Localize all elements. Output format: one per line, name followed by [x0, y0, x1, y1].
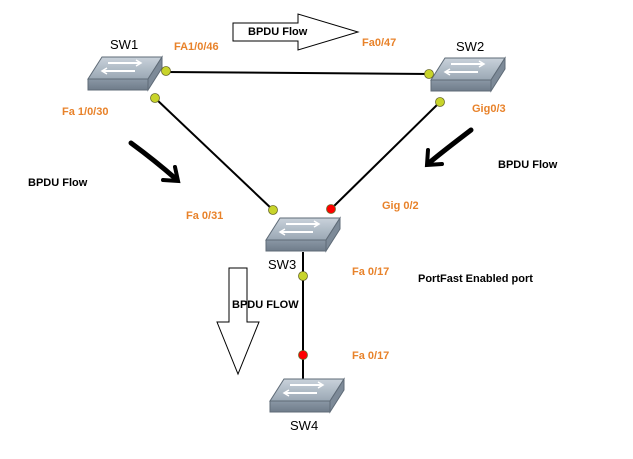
switch-sw1-icon[interactable]	[87, 55, 163, 92]
bpdu-flow-arrow-down	[216, 267, 260, 376]
port-label-sw2-fa0-47: Fa0/47	[362, 37, 397, 49]
port-label-sw1-fa1-0-46: FA1/0/46	[174, 41, 219, 53]
switch-label-sw3: SW3	[268, 257, 297, 272]
portfast-label: PortFast Enabled port	[418, 273, 533, 285]
link-sw1-sw3[interactable]	[154, 97, 274, 211]
port-dot-sw1-fa1-0-30[interactable]	[150, 93, 160, 103]
switch-label-sw4: SW4	[290, 418, 319, 433]
port-dot-sw1-fa1-0-46[interactable]	[161, 66, 171, 76]
port-dot-sw2-fa0-47[interactable]	[424, 69, 434, 79]
link-sw1-sw2[interactable]	[164, 71, 431, 75]
link-sw2-sw3[interactable]	[329, 101, 441, 211]
port-label-sw3-fa0-31: Fa 0/31	[186, 210, 224, 222]
bpdu-flow-brush-arrow-left	[128, 140, 181, 184]
switch-label-sw1: SW1	[110, 37, 139, 52]
bpdu-flow-label-top: BPDU Flow	[248, 26, 308, 38]
port-dots	[150, 66, 445, 360]
bpdu-flow-brush-arrow-right	[424, 127, 474, 168]
bpdu-flow-label-right: BPDU Flow	[498, 159, 558, 171]
port-label-sw1-fa1-0-30: Fa 1/0/30	[62, 106, 109, 118]
bpdu-flow-label-left: BPDU Flow	[28, 177, 88, 189]
bpdu-flow-arrow-right	[232, 13, 360, 51]
switch-label-sw2: SW2	[456, 39, 485, 54]
port-label-sw4-fa0-17: Fa 0/17	[352, 350, 390, 362]
port-dot-sw2-gig0-3[interactable]	[435, 97, 445, 107]
bpdu-flow-label-down: BPDU FLOW	[232, 299, 299, 311]
port-dot-sw3-gig0-2[interactable]	[326, 204, 336, 214]
switch-sw4-icon[interactable]	[269, 377, 345, 414]
port-dot-sw3-fa0-31[interactable]	[268, 205, 278, 215]
switch-sw2-icon[interactable]	[430, 56, 506, 93]
port-label-sw3-fa0-17: Fa 0/17	[352, 266, 390, 278]
port-label-sw3-gig0-2: Gig 0/2	[382, 200, 419, 212]
switch-sw3-icon[interactable]	[265, 216, 341, 253]
port-dot-sw4-fa0-17[interactable]	[298, 350, 308, 360]
port-label-sw2-gig0-3: Gig0/3	[472, 103, 506, 115]
port-dot-sw3-fa0-17[interactable]	[298, 271, 308, 281]
